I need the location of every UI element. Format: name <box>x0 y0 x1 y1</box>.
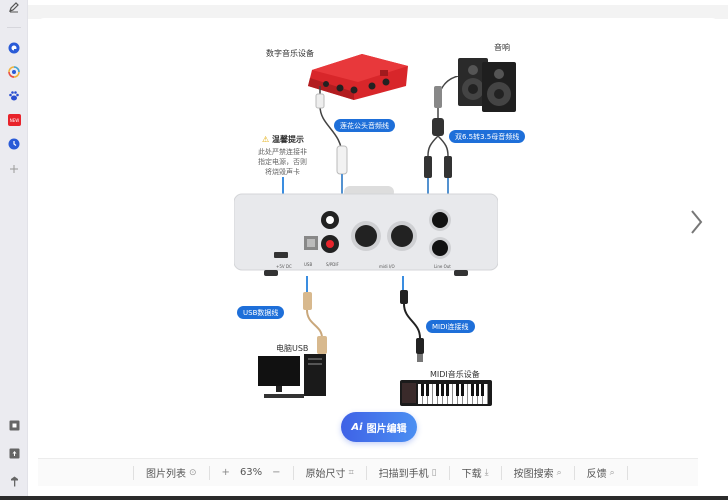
news-badge-icon[interactable]: NEW <box>7 113 21 127</box>
original-size-button[interactable]: 原始尺寸 ⌗ <box>305 467 354 481</box>
toolbar-divider <box>626 465 628 480</box>
sidebar: NEW <box>0 0 28 500</box>
plus-icon[interactable] <box>7 162 21 176</box>
top-band <box>28 5 728 19</box>
bottom-toolbar: 图片列表 ⊙ + 63% − 原始尺寸 ⌗ 扫描到手机 ▯ 下载 ⤓ 按图搜索 … <box>38 458 698 486</box>
phone-icon: ▯ <box>431 467 437 478</box>
feedback-icon: ⌕ <box>609 467 615 478</box>
bottom-edge <box>0 496 728 500</box>
fit-size-icon: ⌗ <box>348 467 354 478</box>
paw-icon[interactable] <box>7 89 21 103</box>
toolbar-divider <box>500 465 502 480</box>
search-by-image-button[interactable]: 按图搜索 ⌕ <box>513 467 562 481</box>
svg-text:NEW: NEW <box>9 118 19 123</box>
image-box-icon[interactable] <box>7 418 21 432</box>
clock-icon[interactable] <box>7 137 21 151</box>
toolbar-divider <box>573 465 575 480</box>
pin-icon[interactable] <box>7 474 21 488</box>
image-search-icon: ⌕ <box>556 467 562 478</box>
zoom-in-button[interactable]: + <box>221 467 230 478</box>
toolbar-divider <box>208 465 210 480</box>
zoom-level: 63% <box>239 467 263 478</box>
sidebar-divider <box>7 27 21 28</box>
ai-icon: Ai <box>351 421 363 433</box>
toolbar-divider <box>448 465 450 480</box>
edit-icon[interactable] <box>7 0 21 14</box>
image-viewer <box>38 18 718 458</box>
color-circle-icon[interactable] <box>7 65 21 79</box>
download-button[interactable]: 下载 ⤓ <box>461 467 489 481</box>
feedback-button[interactable]: 反馈 ⌕ <box>586 467 615 481</box>
zoom-out-button[interactable]: − <box>272 467 281 478</box>
toolbar-divider <box>133 465 134 480</box>
next-image-button[interactable] <box>686 208 706 236</box>
chat-q-icon[interactable] <box>7 41 21 55</box>
scan-to-phone-button[interactable]: 扫描到手机 ▯ <box>378 467 437 481</box>
image-list-button[interactable]: 图片列表 ⊙ <box>146 467 197 481</box>
toolbar-divider <box>365 465 367 480</box>
chevron-up-circle-icon: ⊙ <box>189 467 197 478</box>
toolbar-divider <box>292 465 294 480</box>
ai-image-edit-button[interactable]: Ai 图片编辑 <box>341 412 417 442</box>
upload-box-icon[interactable] <box>7 446 21 460</box>
ai-edit-label: 图片编辑 <box>366 423 407 435</box>
chevron-right-icon <box>691 210 703 234</box>
zoom-control: + 63% − <box>210 467 293 478</box>
download-icon: ⤓ <box>484 467 489 478</box>
